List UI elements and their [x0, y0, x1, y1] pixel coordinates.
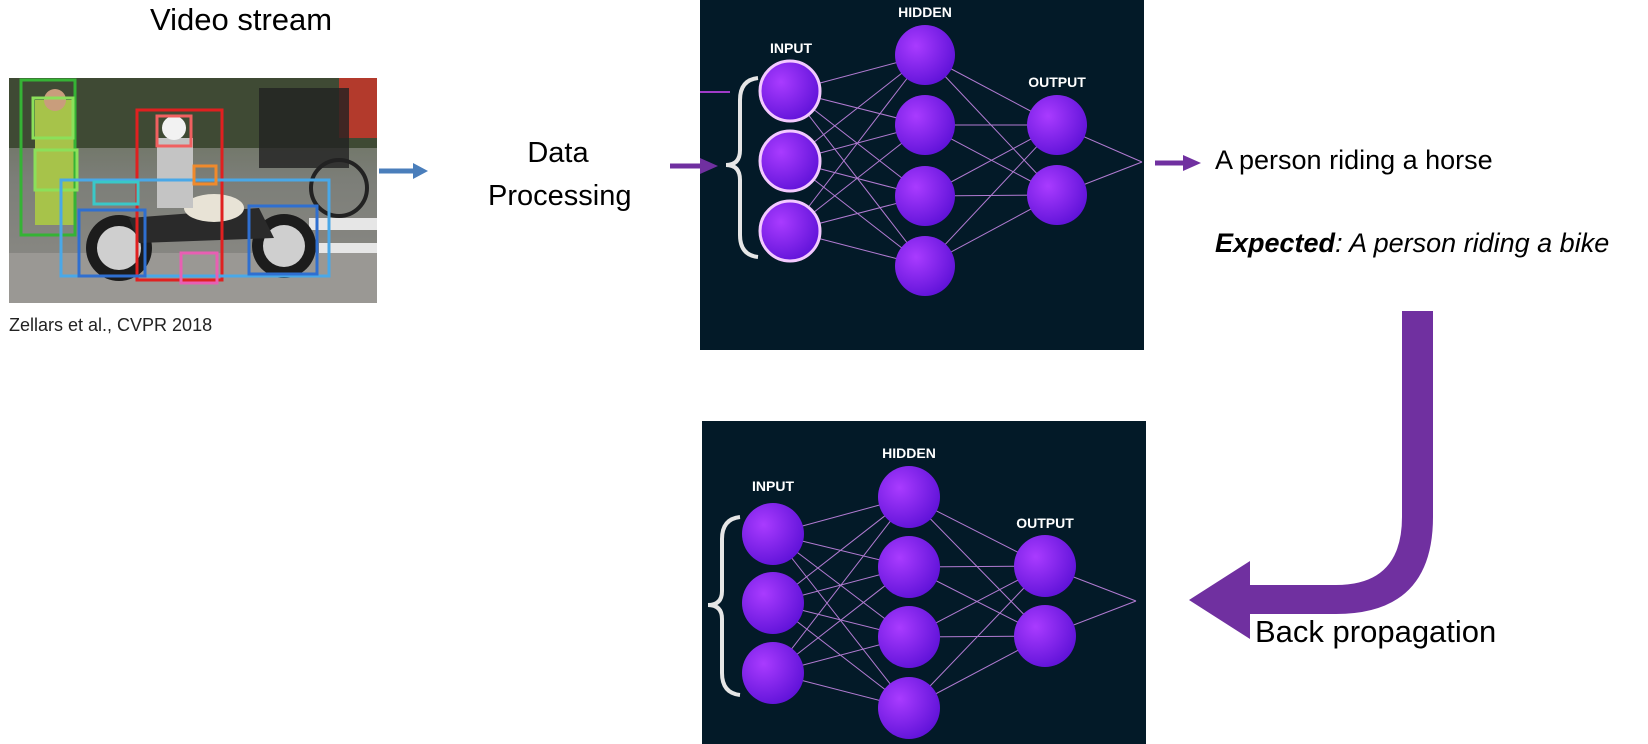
hidden-node	[878, 466, 940, 528]
input-brace	[725, 76, 759, 259]
hidden-label: HIDDEN	[898, 4, 952, 20]
hidden-node	[878, 606, 940, 668]
input-node	[742, 572, 804, 634]
output-node	[1014, 535, 1076, 597]
input-node	[758, 129, 822, 193]
video-stream-title: Video stream	[150, 2, 333, 37]
video-frame-image	[9, 78, 377, 303]
arrow-video-to-processing	[379, 163, 428, 179]
input-node	[742, 503, 804, 565]
expected-key: Expected	[1215, 228, 1336, 258]
input-node	[758, 59, 822, 123]
citation-caption: Zellars et al., CVPR 2018	[9, 315, 213, 335]
input-node	[742, 642, 804, 704]
data-processing-label: Data Processing	[488, 132, 632, 218]
back-propagation-label: Back propagation	[1255, 614, 1497, 649]
connection-edge	[908, 565, 1046, 709]
input-node	[758, 199, 822, 263]
hidden-node	[878, 677, 940, 739]
output-node	[1027, 95, 1087, 155]
prediction-text: A person riding a horse	[1215, 145, 1493, 175]
hidden-node	[878, 536, 940, 598]
input-brace	[707, 515, 741, 697]
neural-network-forward: INPUT HIDDEN OUTPUT	[700, 0, 1144, 350]
input-label: INPUT	[770, 40, 812, 56]
back-propagation-arrow	[1189, 311, 1433, 639]
output-label: OUTPUT	[1016, 515, 1074, 531]
expected-value: : A person riding a bike	[1335, 228, 1610, 258]
hidden-node	[895, 95, 955, 155]
connection-edge	[789, 54, 926, 232]
expected-text: Expected: A person riding a bike	[1215, 228, 1609, 259]
input-label: INPUT	[752, 478, 794, 494]
hidden-node	[895, 166, 955, 226]
data-processing-line-1: Data	[527, 137, 589, 169]
connection-edge	[772, 533, 910, 709]
hidden-node	[895, 25, 955, 85]
output-node	[1014, 605, 1076, 667]
data-processing-line-2: Processing	[488, 180, 632, 212]
neural-network-backprop: INPUT HIDDEN OUTPUT	[702, 421, 1146, 744]
output-label: OUTPUT	[1028, 74, 1086, 90]
arrow-processing-to-network	[670, 158, 718, 174]
hidden-node	[895, 236, 955, 296]
output-node	[1027, 165, 1087, 225]
connection-edge	[924, 124, 1058, 267]
hidden-label: HIDDEN	[882, 445, 936, 461]
arrow-network-to-output	[1155, 155, 1201, 171]
connection-edge	[772, 496, 910, 674]
